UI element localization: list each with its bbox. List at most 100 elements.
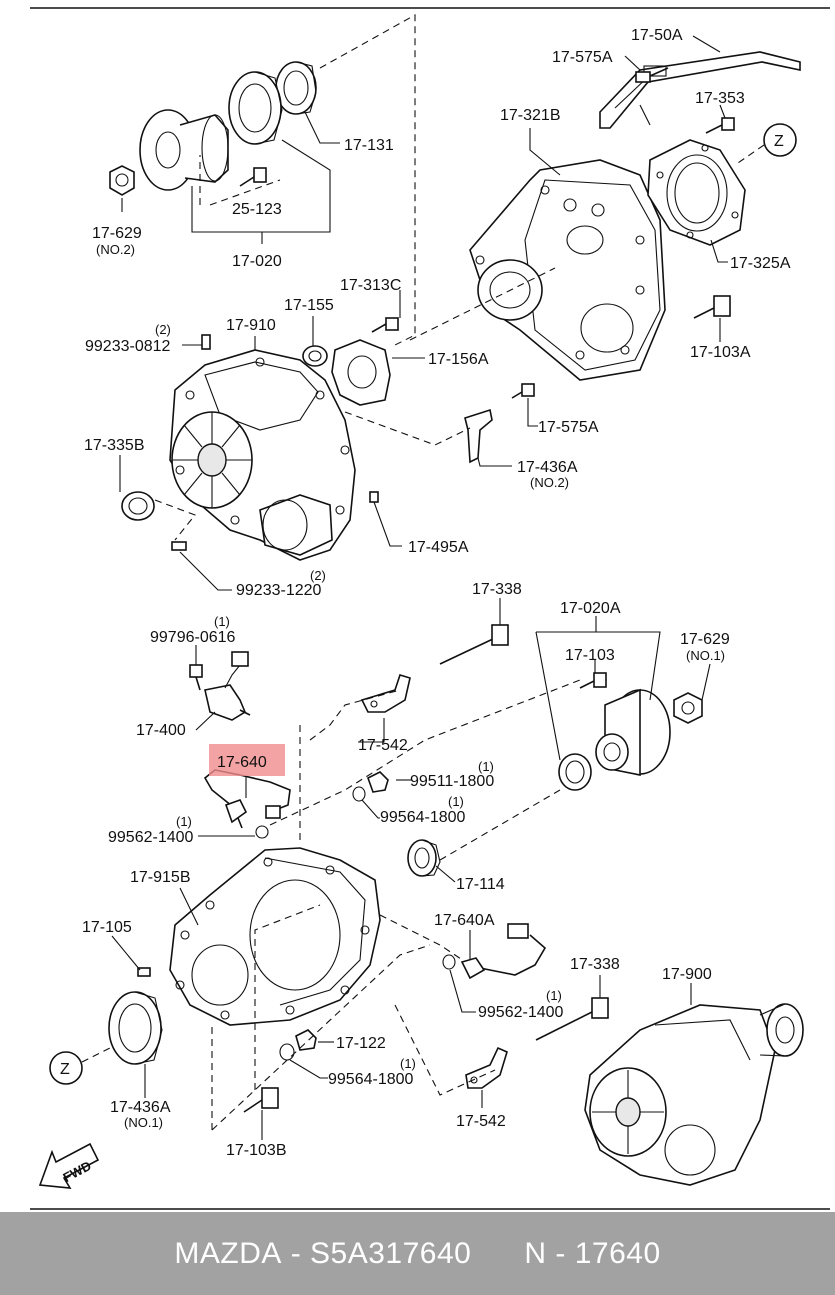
washer-99564-1800-top: [352, 786, 366, 802]
bolt-17-353: [705, 117, 735, 134]
label-17-575a-top: 17-575A: [552, 49, 613, 66]
label-17-436a-no1: 17-436A: [110, 1099, 171, 1116]
label-99233-1220-qty: (2): [310, 568, 326, 583]
footer-separator: -: [281, 1236, 311, 1270]
label-17-313c: 17-313C: [340, 277, 401, 294]
guide-line-case: [344, 411, 471, 446]
transfer-case-17-910: [169, 349, 356, 561]
leader-lines: [111, 35, 728, 1140]
gasket-17-325a: [647, 139, 746, 246]
label-17-50a: 17-50A: [631, 27, 683, 44]
bolt-17-313c: [371, 317, 399, 333]
seal-17-155: [302, 345, 328, 367]
label-17-900: 17-900: [662, 966, 712, 983]
bolt-25-123: [239, 167, 267, 187]
bolt-17-575a-mid: [511, 383, 535, 399]
label-17-335b: 17-335B: [84, 437, 145, 454]
seal-ring-17-020a: [558, 753, 592, 791]
guide-line-top-center: [319, 14, 416, 346]
label-99564-1800-bottom-qty: (1): [400, 1056, 416, 1071]
transfer-cover-17-321b: [469, 159, 666, 381]
guide-line-cover: [409, 267, 556, 341]
bolt-17-575a-top: [635, 67, 669, 83]
label-99562-1400-right: 99562-1400: [478, 1004, 564, 1021]
footer-brand: MAZDA: [174, 1236, 282, 1270]
bracket-17-436a-no2: [464, 408, 493, 464]
label-17-640: 17-640: [217, 754, 267, 771]
transfer-assembly-17-900: [584, 1003, 804, 1186]
transfer-case-17-915b: [169, 847, 381, 1026]
guide-line-lower-inner: [254, 904, 321, 1090]
gasket-17-156a: [331, 339, 391, 406]
label-99564-1800-top: 99564-1800: [380, 809, 466, 826]
label-17-325a: 17-325A: [730, 255, 791, 272]
label-17-436a-no2-sub: (NO.2): [530, 475, 569, 490]
footer-gap: [471, 1237, 524, 1271]
label-17-114: 17-114: [456, 876, 505, 893]
nut-17-629-no2: [109, 165, 135, 196]
seal-17-114: [407, 839, 441, 877]
label-99511-1800: 99511-1800: [410, 773, 494, 790]
label-17-629-no2: 17-629: [92, 225, 142, 242]
plug-99511-1800: [367, 771, 389, 793]
label-17-915b: 17-915B: [130, 869, 191, 886]
pin-99233-0812: [201, 334, 211, 350]
label-17-122: 17-122: [336, 1035, 386, 1052]
label-z-top: Z: [774, 133, 784, 150]
pin-17-105: [137, 967, 151, 977]
pin-17-495a: [369, 491, 379, 503]
label-99796-0616-qty: (1): [214, 614, 230, 629]
nut-17-629-no1: [673, 692, 703, 724]
washer-99564-1800-bottom: [279, 1043, 295, 1061]
label-17-436a-no1-sub: (NO.1): [124, 1115, 163, 1130]
label-99233-0812: 99233-0812: [85, 338, 171, 355]
seal-17-131: [275, 61, 317, 115]
footer-part-number: S5A317640: [310, 1236, 472, 1270]
label-99511-1800-qty: (1): [478, 759, 494, 774]
label-25-123: 25-123: [232, 201, 282, 218]
bolt-99796-0616: [189, 664, 203, 691]
label-17-629-no1: 17-629: [680, 631, 730, 648]
label-17-321b: 17-321B: [500, 107, 561, 124]
label-17-436a-no2: 17-436A: [517, 459, 578, 476]
label-17-105: 17-105: [82, 919, 132, 936]
label-17-338-bottom: 17-338: [570, 956, 620, 973]
label-99233-1220: 99233-1220: [236, 582, 322, 599]
guide-line-sensors: [269, 679, 581, 826]
plug-17-122: [295, 1029, 317, 1051]
label-17-103: 17-103: [565, 647, 615, 664]
reference-z-bottom: [49, 1047, 111, 1085]
sensor-17-640: [203, 769, 291, 839]
label-17-103b: 17-103B: [226, 1142, 287, 1159]
label-17-542-bottom: 17-542: [456, 1113, 506, 1130]
label-17-103a: 17-103A: [690, 344, 751, 361]
bolt-17-338-top: [439, 624, 509, 665]
label-17-020: 17-020: [232, 253, 282, 270]
guide-line-sensor-vertical: [299, 689, 401, 840]
label-17-910: 17-910: [226, 317, 276, 334]
seal-17-436a-no1: [108, 991, 163, 1065]
label-17-640a: 17-640A: [434, 912, 495, 929]
bearing-17-020: [228, 71, 283, 145]
highlight-17-640: [209, 744, 285, 776]
parts-exploded-diagram: 17-50A 17-575A 17-353 17-321B 17-131 Z 1…: [30, 7, 830, 1210]
label-99233-0812-qty: (2): [155, 322, 171, 337]
label-99562-1400-left-qty: (1): [176, 814, 192, 829]
label-99562-1400-left: 99562-1400: [108, 829, 194, 846]
footer-n-code: N - 17640: [524, 1236, 661, 1270]
label-z-bottom: Z: [60, 1061, 70, 1078]
label-17-020a: 17-020A: [560, 600, 621, 617]
guide-line-top-left: [199, 155, 281, 206]
bracket-17-542-top: [360, 674, 411, 713]
sensor-17-400: [204, 651, 251, 721]
label-17-575a-mid: 17-575A: [538, 419, 599, 436]
label-99796-0616: 99796-0616: [150, 629, 236, 646]
guide-line-lower-case: [211, 944, 431, 1131]
reference-z-top: [734, 123, 797, 166]
seal-17-335b: [121, 491, 155, 521]
label-17-400: 17-400: [136, 722, 186, 739]
bolt-17-103a: [693, 295, 731, 319]
bolt-17-103: [579, 672, 607, 689]
part-info-footer: MAZDA - S5A317640 N - 17640: [0, 1212, 835, 1295]
guide-line-lower-right: [394, 1004, 496, 1096]
